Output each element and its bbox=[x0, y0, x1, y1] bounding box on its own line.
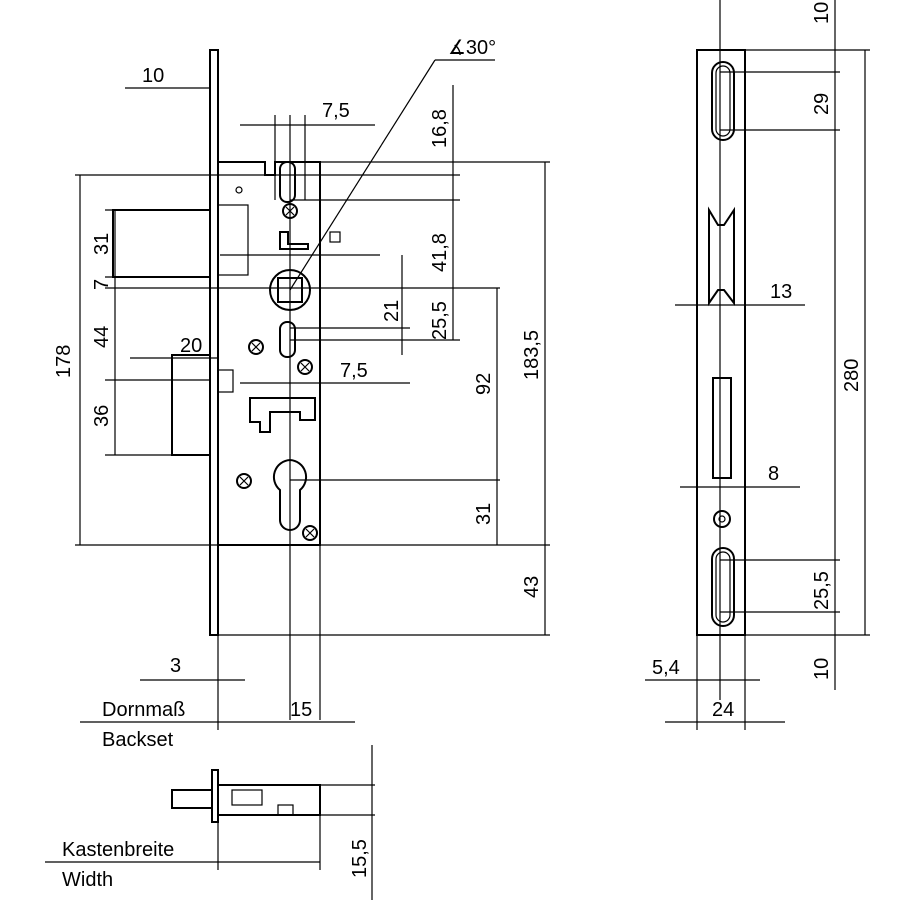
dim-41-8: 41,8 bbox=[429, 233, 451, 272]
bottom-view: Kastenbreite Width 15,5 bbox=[45, 745, 375, 900]
side-dim-5-4: 5,4 bbox=[652, 657, 680, 679]
bolt-bottom bbox=[171, 789, 213, 809]
dim-31-right: 31 bbox=[473, 503, 495, 525]
side-dim-10-bottom: 10 bbox=[811, 658, 833, 680]
dim-92: 92 bbox=[473, 373, 495, 395]
dim-angle: ∡30° bbox=[448, 37, 496, 59]
screw-slot-top bbox=[711, 61, 735, 141]
bolt-opening bbox=[708, 206, 735, 307]
screw-hole bbox=[713, 510, 731, 528]
side-dim-13: 13 bbox=[770, 281, 792, 303]
latch bbox=[171, 354, 211, 456]
bottom-dim-15-5: 15,5 bbox=[349, 839, 371, 878]
side-dim-10-top: 10 bbox=[811, 2, 833, 24]
dim-20: 20 bbox=[180, 335, 202, 357]
dim-21: 21 bbox=[381, 300, 403, 322]
side-view: 10 29 13 280 8 25,5 10 5,4 24 bbox=[645, 0, 870, 730]
dim-3: 3 bbox=[170, 655, 181, 677]
dim-36: 36 bbox=[91, 405, 113, 427]
case-bottom bbox=[217, 784, 321, 816]
deadbolt bbox=[112, 209, 211, 278]
dim-43: 43 bbox=[521, 576, 543, 598]
dim-25-5: 25,5 bbox=[429, 301, 451, 340]
dim-15: 15 bbox=[290, 699, 312, 721]
backset-label-en: Backset bbox=[102, 729, 174, 751]
lock-case bbox=[218, 161, 321, 546]
top-slot bbox=[279, 161, 296, 203]
screw-icon bbox=[236, 203, 318, 541]
side-dim-8: 8 bbox=[768, 463, 779, 485]
dim-178: 178 bbox=[53, 345, 75, 378]
side-dim-24: 24 bbox=[712, 699, 734, 721]
dim-7-5-mid: 7,5 bbox=[340, 360, 368, 382]
dim-7-5-top: 7,5 bbox=[322, 100, 350, 122]
dim-44: 44 bbox=[91, 326, 113, 348]
dim-16-8: 16,8 bbox=[429, 109, 451, 148]
width-label-en: Width bbox=[62, 869, 113, 891]
faceplate-side bbox=[696, 49, 746, 636]
faceplate bbox=[209, 49, 219, 636]
latch-opening bbox=[712, 377, 732, 479]
front-view: 10 7,5 ∡30° 16,8 41,8 31 7 44 36 178 20 … bbox=[53, 37, 550, 751]
dim-183-5: 183,5 bbox=[521, 330, 543, 380]
side-dim-25-5: 25,5 bbox=[811, 571, 833, 610]
width-label-de: Kastenbreite bbox=[62, 839, 174, 861]
lever bbox=[249, 397, 316, 433]
backset-label-de: Dornmaß bbox=[102, 699, 185, 721]
side-dim-29: 29 bbox=[811, 93, 833, 115]
side-dim-280: 280 bbox=[841, 359, 863, 392]
dim-10: 10 bbox=[142, 65, 164, 87]
dim-31-left: 31 bbox=[91, 233, 113, 255]
screw-slot-bottom bbox=[711, 547, 735, 627]
dim-7: 7 bbox=[91, 279, 113, 290]
